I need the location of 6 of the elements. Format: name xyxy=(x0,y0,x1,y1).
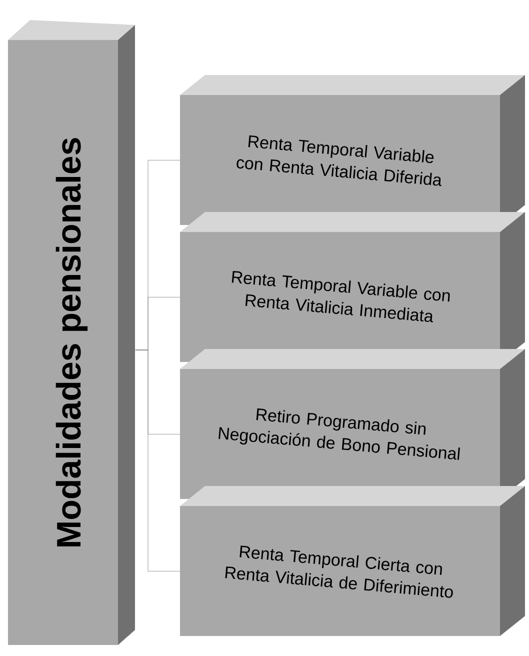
block: Retiro Programado sin Negociación de Bono Pensional xyxy=(180,349,525,499)
block: Renta Temporal Cierta con Renta Vitalicia de Diferimiento xyxy=(180,486,525,636)
connector-line xyxy=(135,350,180,572)
pillar-block: Modalidades pensionales xyxy=(8,20,135,645)
block: Renta Temporal Variable con Renta Vitalicia Diferida xyxy=(180,75,525,225)
block: Renta Temporal Variable con Renta Vitalicia Inmediata xyxy=(180,212,525,362)
